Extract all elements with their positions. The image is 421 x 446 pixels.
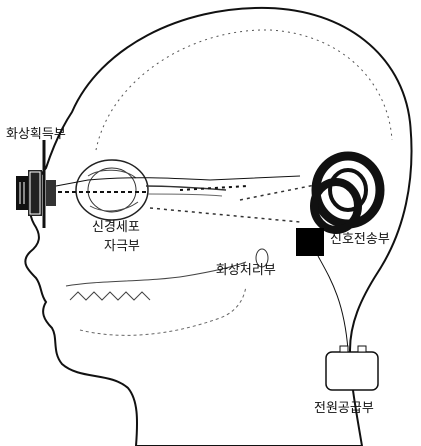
label-nerve-stimulation-line2: 자극부 (104, 240, 140, 253)
battery-box-icon (326, 346, 378, 390)
mandible-sketch (80, 286, 246, 335)
eye-sketch (76, 160, 148, 220)
teeth-sketch (70, 292, 150, 300)
optic-nerve-sketch (146, 186, 226, 190)
processor-block-icon (296, 228, 324, 256)
skull-outline (96, 30, 392, 150)
label-signal-transmission: 신호전송부 (330, 233, 390, 246)
label-image-processing: 화상처리부 (216, 264, 276, 277)
label-power-supply: 전원공급부 (314, 402, 374, 415)
coil-icon (314, 156, 380, 230)
label-image-acquisition: 화상획득부 (6, 128, 66, 141)
power-cable (318, 256, 348, 350)
label-nerve-stimulation-line1: 신경세포 (92, 221, 140, 234)
camera-device-icon (16, 140, 56, 228)
